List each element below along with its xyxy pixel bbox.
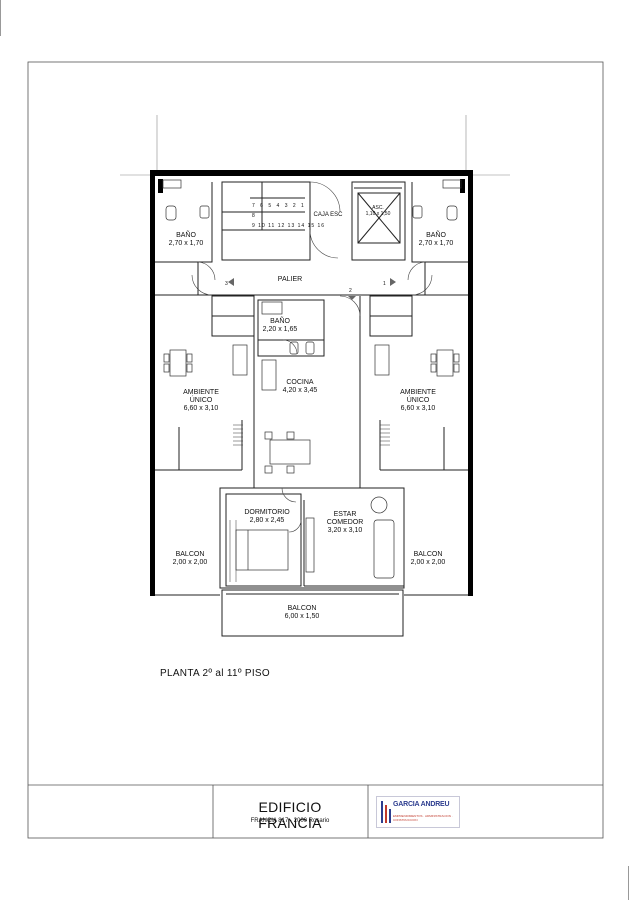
step-number: 2: [292, 203, 298, 209]
step-number: 6: [260, 203, 265, 209]
room-size: 1,10 x 1,50: [365, 211, 391, 217]
room-label-bano-center: BAÑO 2,20 x 1,65: [258, 318, 302, 334]
step-number: 14: [297, 223, 306, 229]
room-size: 6,00 x 1,50: [284, 613, 320, 620]
room-label-cocina: COCINA 4,20 x 3,45: [278, 379, 322, 395]
room-label-dormitorio: DORMITORIO 2,80 x 2,45: [240, 509, 294, 525]
building-address: FRANCIA 817 · 2000 Rosario: [250, 818, 330, 824]
extension-lines: [120, 115, 510, 176]
room-name: BAÑO: [176, 232, 196, 239]
crop-mark-top-left: [0, 0, 1, 36]
room-name: BAÑO: [270, 318, 290, 325]
step-number: 3: [284, 203, 290, 209]
interior-walls: [155, 181, 468, 637]
room-name: AMBIENTE: [183, 389, 219, 396]
step-number: 5: [268, 203, 274, 209]
room-size: 2,70 x 1,70: [418, 240, 454, 247]
room-label-ambiente-left: AMBIENTE ÚNICO 6,60 x 3,10: [176, 389, 226, 413]
plan-caption: PLANTA 2º al 11º PISO: [160, 668, 270, 679]
step-number: 7: [252, 203, 257, 209]
unit-number-right: 1: [383, 281, 386, 287]
door-swings: [191, 181, 433, 533]
room-name: BALCON: [413, 551, 443, 558]
stair-hatching: [229, 424, 390, 582]
room-size: 3,20 x 3,10: [327, 527, 363, 534]
room-name: COCINA: [286, 379, 314, 386]
room-name: ÚNICO: [406, 397, 430, 404]
room-label-balcon-bottom: BALCON 6,00 x 1,50: [280, 605, 324, 621]
room-name: COMEDOR: [326, 519, 364, 526]
room-label-balcon-left: BALCON 2,00 x 2,00: [168, 551, 212, 567]
room-name: DORMITORIO: [244, 509, 290, 516]
room-size: 4,20 x 3,45: [282, 387, 318, 394]
room-size: 2,80 x 2,45: [249, 517, 285, 524]
unit-number-left: 3: [225, 281, 228, 287]
step-number: 1: [301, 203, 306, 209]
logo-name: GARCIA ANDREU: [393, 801, 450, 808]
exterior-walls: [150, 170, 473, 596]
room-size: 2,20 x 1,65: [262, 326, 298, 333]
room-label-bano-right: BAÑO 2,70 x 1,70: [414, 232, 458, 248]
room-label-ambiente-right: AMBIENTE ÚNICO 6,60 x 3,10: [393, 389, 443, 413]
room-name: ASC.: [372, 205, 384, 211]
room-size: 2,70 x 1,70: [168, 240, 204, 247]
room-name: BALCON: [287, 605, 317, 612]
room-label-balcon-right: BALCON 2,00 x 2,00: [406, 551, 450, 567]
step-number: 16: [317, 223, 326, 229]
room-name: ÚNICO: [189, 397, 213, 404]
step-number: 15: [307, 223, 316, 229]
room-size: 6,60 x 3,10: [183, 405, 219, 412]
building-name: EDIFICIO FRANCIA: [258, 799, 322, 831]
crop-mark-bottom-right: [628, 866, 629, 900]
room-size: 2,00 x 2,00: [172, 559, 208, 566]
room-name: BAÑO: [426, 232, 446, 239]
room-label-bano-left: BAÑO 2,70 x 1,70: [164, 232, 208, 248]
sheet-frame: [27, 61, 604, 839]
room-label-asc: ASC. 1,10 x 1,50: [358, 205, 398, 217]
step-number: 13: [287, 223, 296, 229]
step-number: 9: [252, 223, 256, 229]
step-number: 8: [252, 213, 255, 219]
company-logo: GARCIA ANDREU EMPRENDIMIENTOS · ADMINIST…: [376, 796, 460, 828]
room-label-caja-esc: CAJA ESC: [313, 212, 343, 218]
step-number: 12: [277, 223, 286, 229]
stair-numbers-row3: 9 10 11 12 13 14 15 16: [252, 222, 325, 230]
unit-number-center: 2: [349, 288, 352, 294]
room-name: BALCON: [175, 551, 205, 558]
fixtures: [162, 179, 462, 579]
step-number: 10: [258, 223, 266, 229]
logo-mark-icon: [381, 801, 391, 823]
room-label-estar-comedor: ESTAR COMEDOR 3,20 x 3,10: [322, 511, 368, 535]
room-name: ESTAR: [333, 511, 357, 518]
room-name: AMBIENTE: [400, 389, 436, 396]
room-size: 6,60 x 3,10: [400, 405, 436, 412]
unit-arrows: [228, 278, 396, 300]
step-number: 11: [268, 223, 276, 229]
logo-tagline: EMPRENDIMIENTOS · ADMINISTRACION · CONST…: [393, 814, 453, 822]
room-size: 2,00 x 2,00: [410, 559, 446, 566]
stair-numbers-row2: 8: [252, 212, 255, 220]
step-number: 4: [276, 203, 282, 209]
stair-numbers-row1: 7 6 5 4 3 2 1: [252, 202, 306, 210]
room-label-palier: PALIER: [277, 276, 303, 283]
